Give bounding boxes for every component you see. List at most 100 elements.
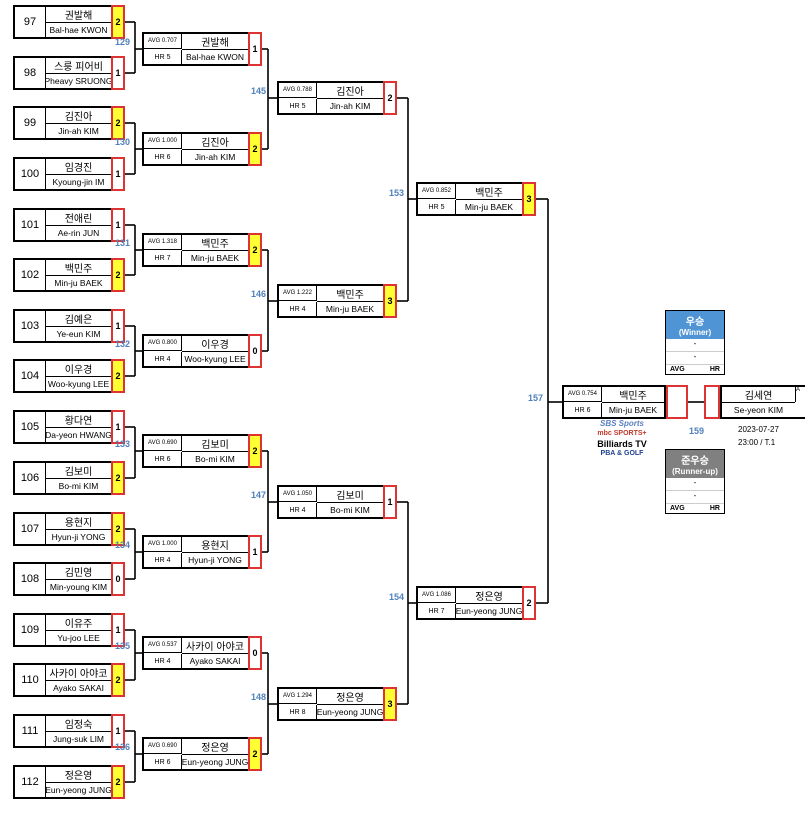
avg-label: AVG 0.800 [144, 336, 182, 351]
player-name-english: Min-ju BAEK [54, 278, 103, 288]
hr-label: HR 6 [144, 150, 182, 164]
score-box: 1 [248, 535, 262, 569]
player-name-korean: 임정숙 [46, 716, 111, 732]
mbc-sports-logo: mbc SPORTS+ [597, 430, 647, 437]
player-seed: 106 [15, 463, 46, 493]
player-name-korean: 이우경 [46, 361, 111, 377]
player-name-english: Ae-rin JUN [57, 228, 100, 238]
score-box: 1 [383, 485, 397, 519]
winner-row: - [666, 352, 724, 365]
avg-label: AVG 1.050 [279, 487, 317, 502]
player-name-korean: 김보미 [46, 463, 111, 479]
match-number: 130 [114, 137, 130, 147]
player-name-english: Kyoung-jin IM [52, 177, 105, 187]
score-box: 1 [111, 208, 125, 242]
match-time: 23:00 / T.1 [738, 438, 776, 447]
player-name-korean: 김진아 [182, 134, 248, 150]
player-name-korean: 백민주 [182, 235, 248, 251]
player-seed: 104 [15, 361, 46, 391]
hr-label: HR 4 [279, 503, 317, 517]
player-name-english: Yu-joo LEE [57, 633, 100, 643]
player-seed: 108 [15, 564, 46, 594]
match-number: 148 [250, 692, 266, 702]
avg-label: AVG 0.754 [564, 387, 602, 402]
player-name-korean: 백민주 [602, 387, 664, 403]
player-seed: 99 [15, 108, 46, 138]
avg-label: AVG 0.707 [144, 34, 182, 49]
empty-score-box [704, 385, 720, 419]
player-seed: 101 [15, 210, 46, 240]
score-box: 3 [383, 284, 397, 318]
player-name-english: Bo-mi KIM [330, 505, 370, 515]
player-name-korean: 김세연 [722, 387, 795, 403]
avg-label: AVG 1.318 [144, 235, 182, 250]
runnerup-hr-label: HR [709, 505, 720, 512]
player-name-korean: 백민주 [456, 184, 522, 200]
avg-label: AVG 0.852 [418, 184, 456, 199]
player-seed: 107 [15, 514, 46, 544]
player-name-korean: 김보미 [182, 436, 248, 452]
player-name-korean: 권발해 [46, 7, 111, 23]
avg-label: AVG 1.086 [418, 588, 456, 603]
player-name-english: Jin-ah KIM [58, 126, 99, 136]
runnerup-row: - [666, 478, 724, 491]
score-box: 1 [111, 714, 125, 748]
player-name-korean: 스룽 피어비 [46, 58, 111, 74]
player-name-korean: 김진아 [46, 108, 111, 124]
player-name-english: Hyun-ji YONG [188, 555, 242, 565]
match-number: 146 [250, 289, 266, 299]
sbs-sports-logo: SBS Sports [599, 419, 644, 428]
score-box: 2 [111, 461, 125, 495]
player-seed: 97 [15, 7, 46, 37]
player-name-korean: 용현지 [182, 537, 248, 553]
match-number: 129 [114, 37, 130, 47]
runnerup-row: - [666, 491, 724, 504]
match-number: 135 [114, 641, 130, 651]
avg-label: AVG 1.000 [144, 537, 182, 552]
score-box: 1 [111, 157, 125, 191]
player-name-korean: 이우경 [182, 336, 248, 352]
player-name-english: Bal-hae KWON [49, 25, 108, 35]
player-name-korean: 백민주 [317, 286, 383, 302]
winner-subtitle: (Winner) [678, 328, 712, 337]
player-name-korean: 정은영 [46, 767, 111, 783]
player-name-english: Jung-suk LIM [52, 734, 105, 744]
score-box: 1 [111, 410, 125, 444]
player-name-english: Ye-eun KIM [56, 329, 101, 339]
score-box: 1 [111, 56, 125, 90]
player-name-korean: 정은영 [456, 588, 522, 604]
player-name-english: Ayako SAKAI [189, 656, 241, 666]
runnerup-subtitle: (Runner-up) [672, 467, 718, 476]
player-seed: 109 [15, 615, 46, 645]
player-name-english: Min-ju BAEK [325, 304, 375, 314]
player-name-english: Bo-mi KIM [58, 481, 99, 491]
player-name-korean: 이유주 [46, 615, 111, 631]
player-name-english: Min-ju BAEK [608, 405, 658, 415]
score-box: 2 [248, 132, 262, 166]
grand-match-number: 159 [688, 426, 704, 436]
score-box: 2 [111, 106, 125, 140]
player-name-english: Se-yeon KIM [733, 405, 784, 415]
player-name-english: Woo-kyung LEE [47, 379, 110, 389]
score-box: 2 [248, 233, 262, 267]
player-name-english: Hyun-ji YONG [51, 532, 106, 542]
